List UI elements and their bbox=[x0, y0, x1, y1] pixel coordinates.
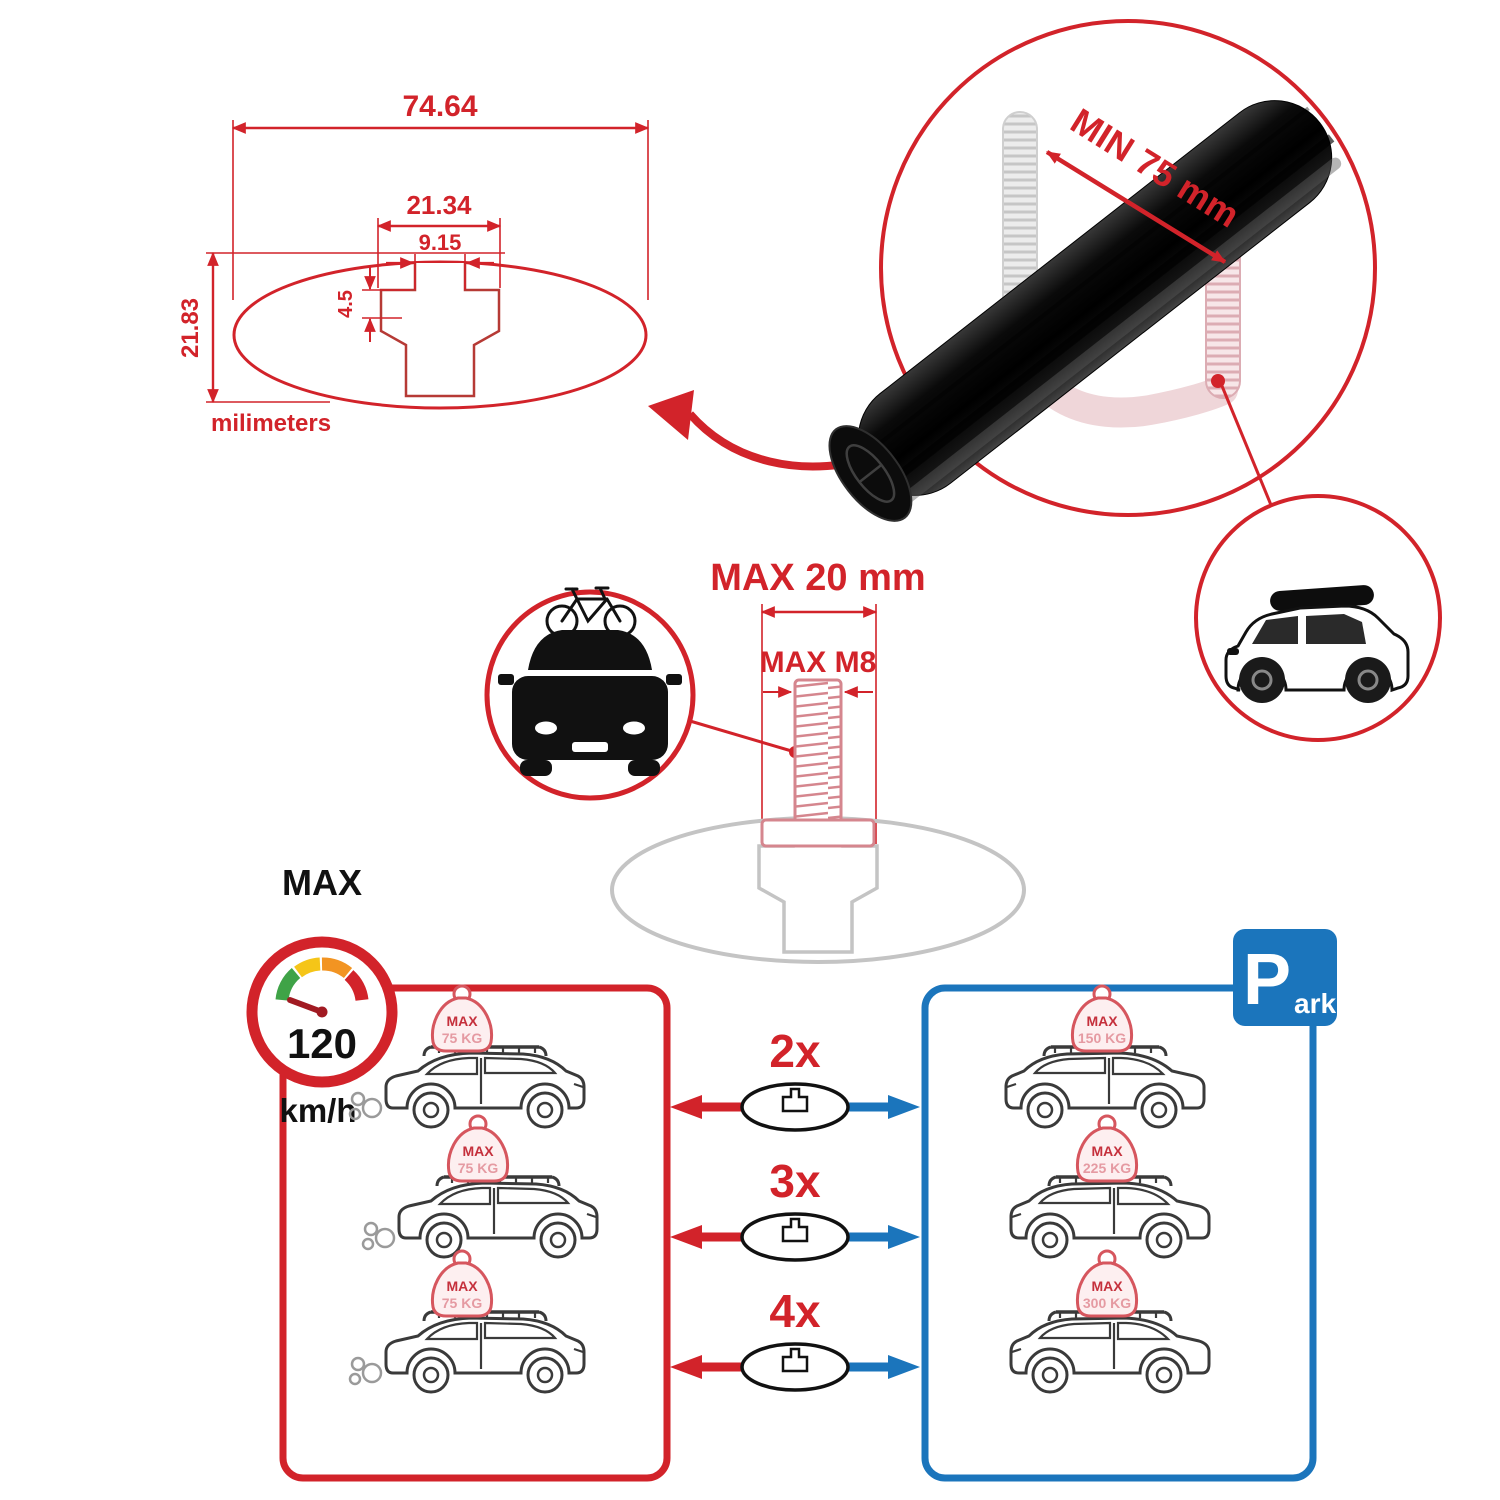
parked-tag-3-kg: 300 KG bbox=[1083, 1295, 1131, 1311]
red-arrow-head-1 bbox=[670, 1095, 702, 1119]
parked-tag-1-kg: 150 KG bbox=[1078, 1030, 1126, 1046]
speed-limit-badge: MAX 120 km/h bbox=[246, 862, 398, 1129]
load-tag-1-kg: 75 KG bbox=[442, 1030, 483, 1046]
dim-unit-label: milimeters bbox=[211, 410, 331, 437]
car-bike-circle bbox=[484, 586, 801, 801]
blue-arrow-head-1 bbox=[888, 1095, 920, 1119]
min-span-arrow bbox=[1045, 150, 1227, 264]
suv-headlight bbox=[1227, 648, 1239, 655]
suv-front-window bbox=[1252, 616, 1298, 644]
suv-front-wheel bbox=[1239, 657, 1285, 703]
parked-tag-3-max: MAX bbox=[1091, 1278, 1123, 1294]
red-arrow-head-3 bbox=[670, 1355, 702, 1379]
speed-unit: km/h bbox=[279, 1092, 356, 1129]
blue-arrow-head-2 bbox=[888, 1225, 920, 1249]
t-slot-profile bbox=[379, 263, 501, 398]
multiplier-2x: 2x bbox=[769, 1025, 821, 1077]
bolt-width-dim bbox=[760, 604, 878, 844]
bolt-t-head bbox=[760, 818, 876, 848]
suv-rear-wheel bbox=[1345, 657, 1391, 703]
car-headlight-left bbox=[535, 721, 557, 735]
dim-height-label: 21.83 bbox=[177, 298, 204, 358]
speedometer-gauge bbox=[275, 957, 369, 1002]
park-sign-ark: ark bbox=[1294, 988, 1336, 1019]
park-sign: P ark bbox=[1233, 929, 1337, 1026]
suv-roofbox-circle bbox=[1194, 494, 1442, 742]
crossbar-render-circle: MIN 75 mm bbox=[828, 19, 1377, 522]
bar-section-slot-1 bbox=[781, 1087, 809, 1113]
car-cabin bbox=[528, 630, 652, 670]
crossbar-dimension-diagram: 74.64 21.34 9.15 4.5 21.83 milimeters bbox=[177, 90, 650, 437]
connector-to-bolt bbox=[689, 719, 796, 754]
dim-total-width bbox=[231, 120, 650, 300]
dim-slot-inner-label: 9.15 bbox=[419, 230, 462, 255]
car-headlight-right bbox=[623, 721, 645, 735]
connector-to-suv-circle bbox=[1220, 385, 1273, 506]
bar-section-icon-2 bbox=[740, 1212, 850, 1262]
speed-max-label: MAX bbox=[282, 862, 362, 903]
bar-section-icon-3 bbox=[740, 1342, 850, 1392]
load-tag-1-max: MAX bbox=[446, 1013, 478, 1029]
park-sign-p: P bbox=[1243, 940, 1291, 1020]
car-plate bbox=[572, 742, 608, 752]
t-bolt bbox=[760, 678, 876, 848]
dim-lip-depth-label: 4.5 bbox=[335, 290, 357, 318]
car-front-icon bbox=[498, 630, 682, 776]
blue-arrow-head-3 bbox=[888, 1355, 920, 1379]
parked-tag-2-max: MAX bbox=[1091, 1143, 1123, 1159]
parked-cars: MAX 150 KG MAX 225 KG MAX 300 KG bbox=[1004, 984, 1211, 1394]
dim-lip-depth bbox=[362, 266, 410, 342]
load-tag-2-kg: 75 KG bbox=[458, 1160, 499, 1176]
car-wheel-left bbox=[520, 760, 552, 776]
bolt-max-width-label: MAX 20 mm bbox=[710, 557, 925, 599]
dim-height bbox=[206, 251, 505, 404]
bar-section-slot-2 bbox=[781, 1217, 809, 1243]
car-mirror-left bbox=[498, 674, 514, 685]
bolt-shaft bbox=[793, 678, 843, 824]
dim-slot-inner bbox=[386, 254, 494, 290]
car-body bbox=[512, 676, 668, 760]
parked-tag-1-max: MAX bbox=[1086, 1013, 1118, 1029]
profile-ellipse bbox=[232, 260, 648, 410]
bolt-max-thread-label: MAX M8 bbox=[760, 646, 877, 679]
multiplier-rows: 2x 3x 4x bbox=[670, 1025, 920, 1392]
roof-box bbox=[1270, 585, 1374, 611]
suv-with-roofbox bbox=[1224, 585, 1410, 703]
red-arrow-head-2 bbox=[670, 1225, 702, 1249]
driving-cars: MAX 75 KG MAX 75 KG MAX 75 KG bbox=[348, 984, 599, 1394]
t-bolt-diagram: MAX 20 mm MAX M8 bbox=[610, 557, 1026, 964]
speedometer-needle bbox=[287, 997, 325, 1015]
bar-section-icon-1 bbox=[740, 1082, 850, 1132]
load-tag-3-kg: 75 KG bbox=[442, 1295, 483, 1311]
dim-total-width-label: 74.64 bbox=[402, 90, 477, 123]
car-wheel-right bbox=[628, 760, 660, 776]
park-sign-square bbox=[1233, 929, 1337, 1026]
load-tag-3-max: MAX bbox=[446, 1278, 478, 1294]
multiplier-3x: 3x bbox=[769, 1155, 821, 1207]
parked-tag-2-kg: 225 KG bbox=[1083, 1160, 1131, 1176]
dim-slot-outer-label: 21.34 bbox=[406, 190, 472, 220]
speed-value: 120 bbox=[287, 1020, 357, 1067]
car-mirror-right bbox=[666, 674, 682, 685]
suv-rear-window bbox=[1306, 614, 1366, 644]
load-tag-2-max: MAX bbox=[462, 1143, 494, 1159]
mount-point-dot bbox=[1211, 374, 1225, 388]
bar-section-slot-3 bbox=[781, 1347, 809, 1373]
multiplier-4x: 4x bbox=[769, 1285, 821, 1337]
